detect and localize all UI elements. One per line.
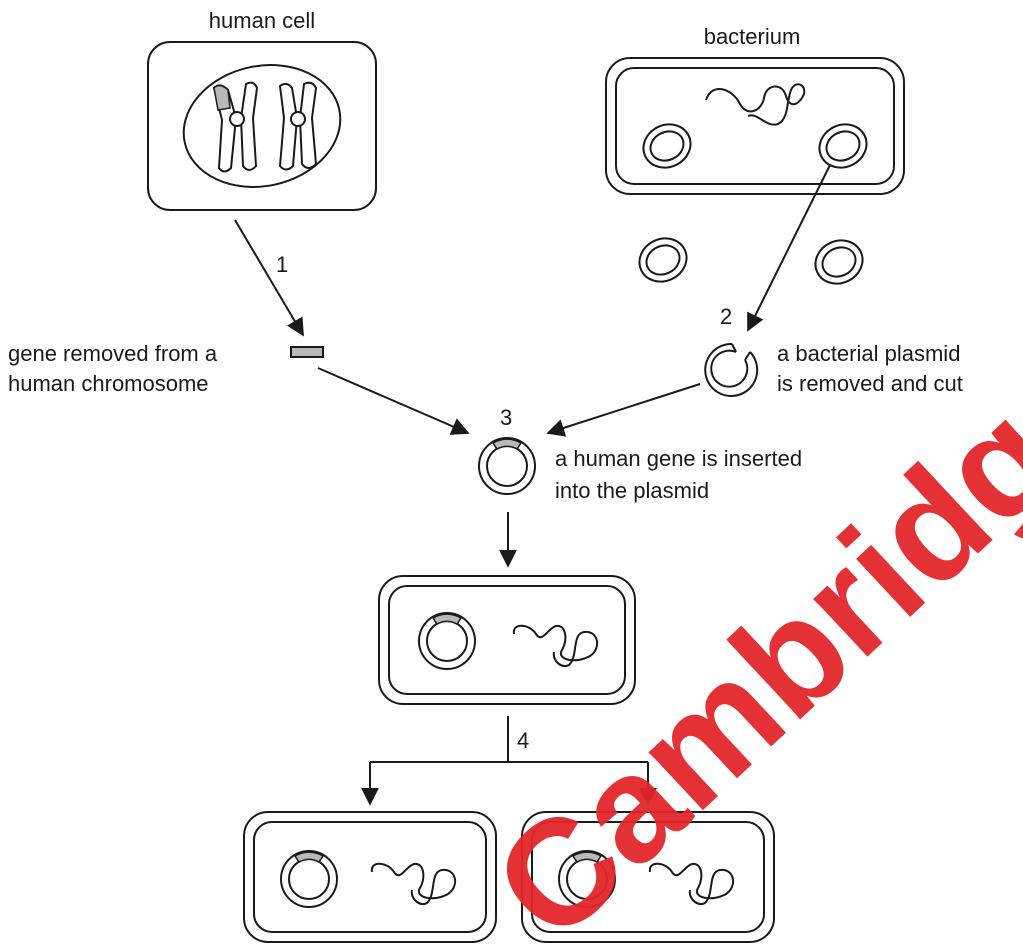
cambridge-watermark: Cambridge [462, 314, 1023, 948]
plasmid [631, 229, 695, 291]
step-1-arrow [234, 219, 304, 337]
plasmid [807, 231, 871, 293]
recombinant-plasmid [418, 612, 476, 670]
plasmid [811, 115, 875, 177]
bacterial-chromosome [648, 862, 735, 906]
bacterium-label: bacterium [704, 24, 801, 49]
gene-to-plasmid-arrow [317, 367, 470, 435]
bacterium [605, 57, 905, 195]
plasmid-cut-label-line1: a bacterial plasmid [777, 341, 960, 366]
plasmid-to-recombinant-arrow [546, 383, 701, 437]
chromosome [212, 81, 259, 173]
recombinant-plasmid [478, 437, 536, 495]
daughter-bacterium-left [243, 811, 497, 943]
transformed-bacterium [378, 575, 636, 705]
step-3-number: 3 [500, 405, 512, 430]
gene-inserted-label-line2: into the plasmid [555, 478, 709, 503]
step-1-number: 1 [276, 252, 288, 277]
gene-inserted-label-line1: a human gene is inserted [555, 446, 802, 471]
gene-removed-label-line2: human chromosome [8, 371, 209, 396]
bacterial-chromosome [705, 83, 806, 126]
daughter-bacterium-right [521, 811, 775, 943]
cut-plasmid [704, 342, 759, 397]
chromosome [278, 81, 318, 171]
human-cell [147, 41, 377, 211]
human-cell-label: human cell [209, 8, 315, 33]
bacterial-chromosome [370, 862, 457, 906]
human-gene-fragment [290, 346, 324, 358]
gene-removed-label-line1: gene removed from a [8, 341, 218, 366]
bacterial-chromosome [512, 624, 599, 668]
step-2-number: 2 [720, 304, 732, 329]
plasmid-cut-label-line2: is removed and cut [777, 371, 963, 396]
step-2-arrow [747, 164, 831, 332]
recombinant-plasmid [280, 850, 338, 908]
step-4-number: 4 [517, 728, 529, 753]
plasmid [635, 115, 699, 177]
